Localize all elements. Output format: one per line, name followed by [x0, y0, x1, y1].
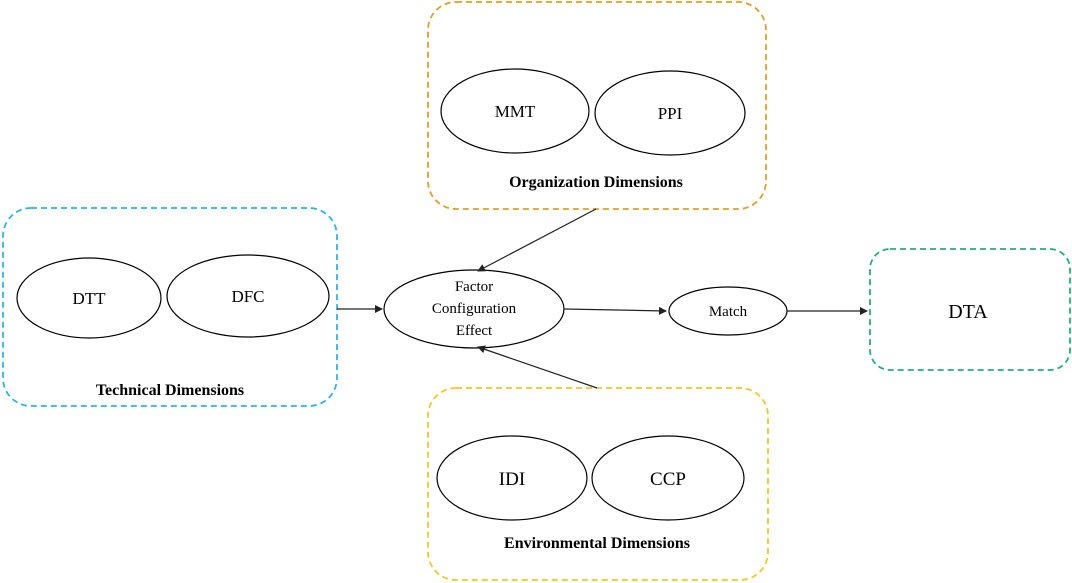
- dfc-node: [166, 254, 330, 338]
- arrow-organization-to-center: [477, 208, 597, 272]
- idi-label: IDI: [499, 469, 525, 490]
- environmental-group: IDI CCP Environmental Dimensions: [427, 387, 769, 581]
- technical-group-border: [2, 207, 338, 407]
- technical-group: DTT DFC Technical Dimensions: [2, 207, 338, 407]
- technical-group-label: Technical Dimensions: [96, 382, 244, 399]
- dtt-label: DTT: [72, 289, 106, 308]
- dta-group: DTA: [869, 248, 1071, 371]
- ppi-node: [594, 70, 746, 156]
- organization-group-label: Organization Dimensions: [509, 174, 683, 191]
- center-label-line1: Factor: [455, 279, 493, 295]
- match-node: Match: [668, 286, 788, 336]
- dtt-node: [16, 257, 162, 339]
- arrow-center-to-match: [563, 306, 667, 315]
- environmental-group-border: [427, 387, 769, 581]
- mmt-label: MMT: [495, 102, 536, 121]
- ppi-label: PPI: [658, 104, 683, 123]
- dfc-label: DFC: [231, 287, 264, 306]
- idi-node: [436, 435, 588, 521]
- ccp-node: [591, 435, 745, 521]
- environmental-group-label: Environmental Dimensions: [504, 535, 690, 552]
- mmt-node: [440, 68, 590, 154]
- organization-group: MMT PPI Organization Dimensions: [427, 1, 767, 210]
- center-label-line2: Configuration: [432, 301, 517, 317]
- center-label-line3: Effect: [456, 323, 493, 339]
- dta-label: DTA: [948, 301, 988, 323]
- ccp-label: CCP: [650, 469, 686, 490]
- dta-border: [869, 248, 1071, 371]
- arrow-environmental-to-center: [477, 345, 598, 389]
- factor-configuration-effect-node: Factor Configuration Effect: [383, 269, 565, 349]
- match-label: Match: [709, 304, 748, 320]
- organization-group-border: [427, 1, 767, 210]
